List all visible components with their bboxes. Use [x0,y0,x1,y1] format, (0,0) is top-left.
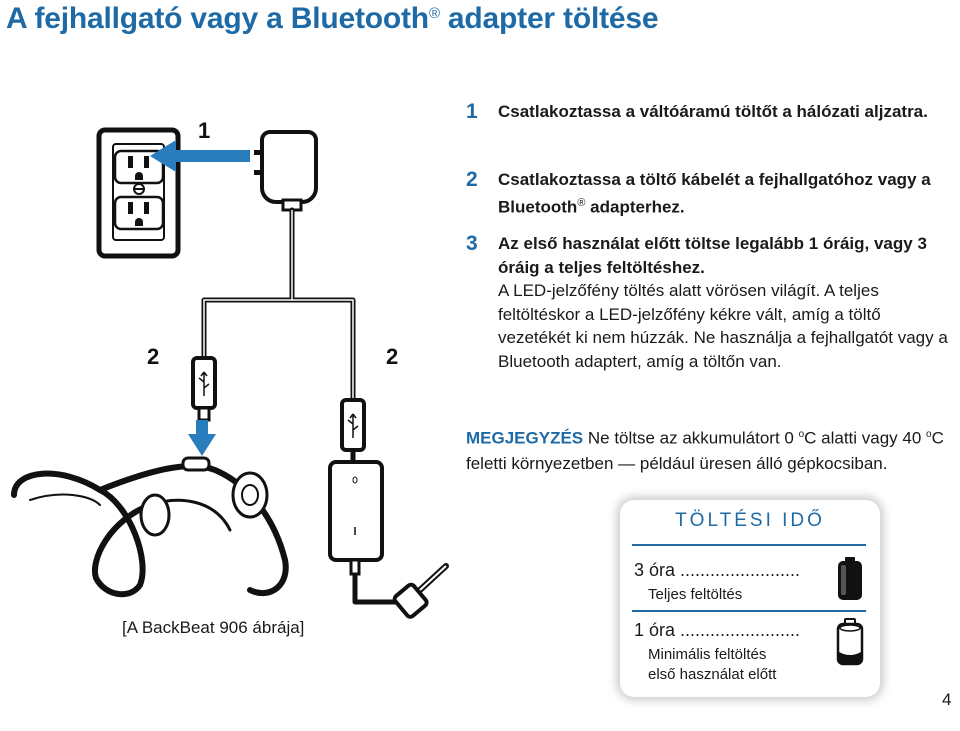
step-1-number: 1 [466,100,478,123]
step-3-bold-text: Az első használat előtt töltse legalább … [498,234,927,277]
usb-plug-right-icon [340,398,366,452]
row-full-time: 3 óra ........................ [634,560,801,580]
audio-plug-icon [392,563,449,619]
down-arrow-icon [188,420,216,456]
label-step-2-right: 2 [386,344,398,369]
panel-title: TÖLTÉSI IDŐ [675,510,825,531]
row-min-label-line-1: Minimális feltöltés [648,646,767,663]
charging-time-panel: TÖLTÉSI IDŐ 3 óra ......................… [620,500,880,697]
note-text-a: Ne töltse az akkumulátort 0 [583,428,799,448]
title-suffix: adapter töltése [439,2,659,35]
page-title: A fejhallgató vagy a Bluetooth® adapter … [6,2,659,36]
row-min-label-line-2: első használat előtt [648,666,777,683]
bluetooth-adapter-icon [328,460,384,576]
registered-mark: ® [577,196,586,209]
step-3-number: 3 [466,232,478,255]
partial-battery-icon [836,618,864,666]
label-step-2-left: 2 [147,344,159,369]
row-min-time: 1 óra ........................ [634,620,801,640]
insert-arrow-icon [150,140,250,172]
registered-mark: ® [428,5,440,22]
panel-divider [632,610,866,612]
degree-mark: o [798,429,805,440]
usb-plug-left-icon [191,356,217,422]
step-3-plain-text: A LED-jelzőfény töltés alatt vörösen vil… [498,281,948,371]
full-battery-icon [838,557,862,600]
step-1-text: Csatlakoztassa a váltóáramú töltőt a hál… [498,102,928,121]
note: MEGJEGYZÉS Ne töltse az akkumulátort 0 o… [466,422,956,476]
degree-mark: o [926,429,932,440]
label-step-1: 1 [198,118,210,143]
panel-divider [632,544,866,546]
title-text: A fejhallgató vagy a Bluetooth [6,2,429,35]
step-3-text: Az első használat előtt töltse legalább … [498,232,953,373]
row-full-label: Teljes feltöltés [648,586,743,603]
note-text-b: C alatti vagy 40 [804,428,927,448]
page-number: 4 [942,690,952,709]
step-2-text: Csatlakoztassa a töltő kábelét a fejhall… [498,168,953,219]
step-2-number: 2 [466,168,478,191]
headset-icon [11,456,289,598]
charging-illustration: 1 2 2 [11,118,449,619]
row-min-label: Minimális feltöltés első használat előtt [648,645,776,685]
step-2-text-b: adapterhez. [585,197,685,217]
step-2-text-a: Csatlakoztassa a töltő kábelét a fejhall… [498,170,931,217]
note-text-c: C feletti környezetben — például üresen … [466,428,944,473]
figure-caption: [A BackBeat 906 ábrája] [122,618,305,637]
note-label: MEGJEGYZÉS [466,428,584,448]
ac-adapter-icon [254,130,318,212]
